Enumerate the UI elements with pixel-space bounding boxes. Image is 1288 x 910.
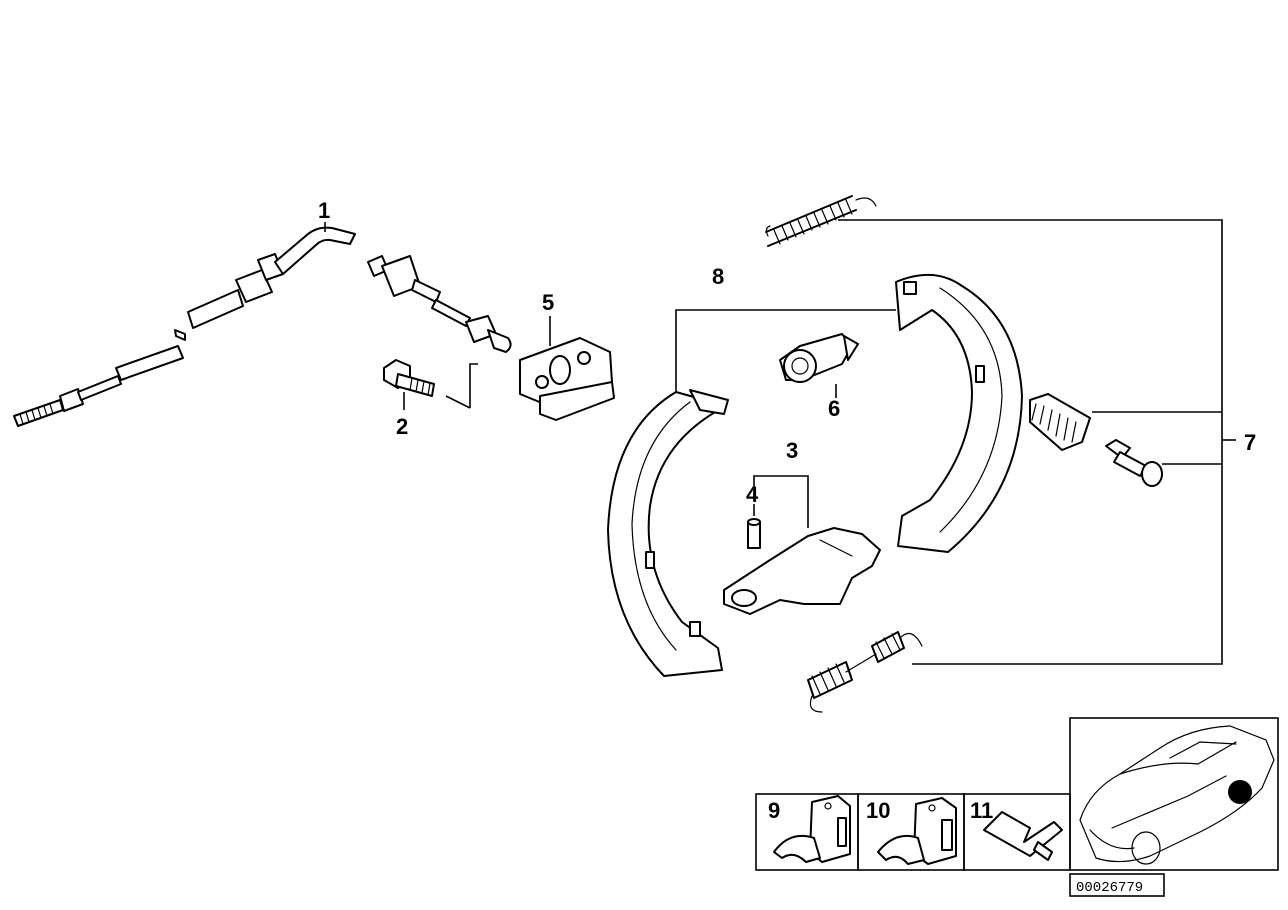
wheel-location-marker <box>1228 780 1252 804</box>
clip-9[interactable] <box>773 795 851 863</box>
brake-shoe-left[interactable] <box>607 389 729 677</box>
leader-7-outer <box>838 219 1223 665</box>
bolt[interactable] <box>383 359 435 397</box>
callout-10: 10 <box>866 798 890 823</box>
handbrake-cable[interactable] <box>13 226 512 427</box>
leader-2-bracket <box>469 363 478 408</box>
callout-7: 7 <box>1244 430 1256 455</box>
cable-bracket[interactable] <box>519 337 615 421</box>
pin[interactable] <box>747 518 761 549</box>
inset-box-car <box>1069 717 1279 871</box>
reference-box <box>1069 873 1165 897</box>
retainer-spring[interactable] <box>1029 393 1091 451</box>
callout-4: 4 <box>746 482 759 507</box>
callout-3: 3 <box>786 438 798 463</box>
brake-adjuster[interactable] <box>779 333 859 383</box>
brake-shoe-right[interactable] <box>895 273 1023 553</box>
callout-9: 9 <box>768 798 780 823</box>
clip-10[interactable] <box>877 797 957 865</box>
expander-lever[interactable] <box>723 527 881 615</box>
callout-6: 6 <box>828 396 840 421</box>
car-outline <box>1079 725 1275 865</box>
bracket-11[interactable] <box>983 811 1063 861</box>
return-spring-bottom[interactable] <box>807 631 923 713</box>
reference-number: 00026779 <box>1076 880 1143 896</box>
callout-1: 1 <box>318 198 330 223</box>
callout-11: 11 <box>970 798 993 823</box>
leader-8 <box>675 309 896 398</box>
callout-8: 8 <box>712 264 724 289</box>
return-spring-top[interactable] <box>765 195 877 247</box>
callout-5: 5 <box>542 290 554 315</box>
leader-3 <box>753 475 809 528</box>
retainer-pin[interactable] <box>1105 439 1163 487</box>
callout-2: 2 <box>396 414 408 439</box>
